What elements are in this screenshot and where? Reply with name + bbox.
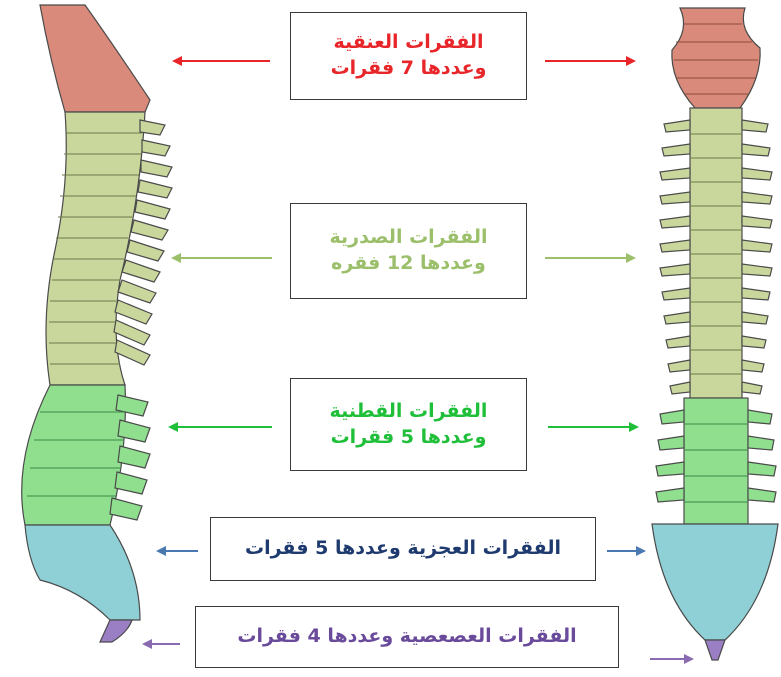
thoracic-label-line1: الفقرات الصدرية bbox=[330, 225, 488, 251]
side-view-spine bbox=[22, 5, 172, 642]
coccyx-region-back bbox=[705, 640, 725, 660]
lumbar-region-side bbox=[22, 385, 126, 525]
cervical-region-side bbox=[40, 5, 150, 112]
thoracic-label-line2: وعددها 12 فقره bbox=[331, 251, 486, 277]
sacral-label-line1: الفقرات العجزية وعددها 5 فقرات bbox=[245, 536, 561, 562]
cervical-region-back bbox=[672, 8, 760, 108]
lumbar-region-back bbox=[684, 398, 748, 524]
sacral-region-side bbox=[25, 525, 140, 620]
lumbar-label-box: الفقرات القطنية وعددها 5 فقرات bbox=[290, 378, 527, 471]
sacral-label-box: الفقرات العجزية وعددها 5 فقرات bbox=[210, 517, 596, 581]
lumbar-label-line1: الفقرات القطنية bbox=[330, 399, 488, 425]
cervical-label-box: الفقرات العنقية وعددها 7 فقرات bbox=[290, 12, 527, 100]
lumbar-label-line2: وعددها 5 فقرات bbox=[331, 425, 487, 451]
thoracic-region-back bbox=[690, 108, 742, 398]
cervical-label-line2: وعددها 7 فقرات bbox=[331, 56, 487, 82]
coccyx-label-box: الفقرات العصعصية وعددها 4 فقرات bbox=[195, 606, 619, 668]
thoracic-label-box: الفقرات الصدرية وعددها 12 فقره bbox=[290, 203, 527, 299]
coccyx-region-side bbox=[100, 620, 132, 642]
coccyx-label-line1: الفقرات العصعصية وعددها 4 فقرات bbox=[237, 624, 576, 650]
back-view-spine bbox=[652, 8, 778, 660]
sacral-region-back bbox=[652, 524, 778, 640]
cervical-label-line1: الفقرات العنقية bbox=[333, 30, 483, 56]
